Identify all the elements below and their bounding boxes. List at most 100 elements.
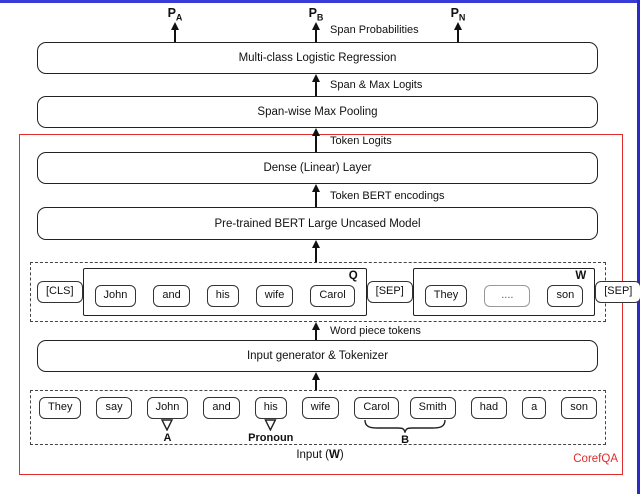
up-arrow-word-piece-tokens xyxy=(312,322,320,340)
box-label: Multi-class Logistic Regression xyxy=(238,52,397,64)
input-caption: Input (W) xyxy=(0,449,640,461)
segment-label-w: W xyxy=(575,270,587,283)
annotation-label: A xyxy=(163,431,172,444)
input-token-pair-carol-smith: Carol Smith B xyxy=(354,397,456,446)
output-prob-n: PN xyxy=(451,6,466,23)
annotation-label: Pronoun xyxy=(248,431,294,444)
caption-w: W xyxy=(328,449,340,461)
up-arrow-token-logits xyxy=(312,128,320,152)
input-token: son xyxy=(561,397,597,419)
annotation-pronoun: Pronoun xyxy=(248,419,293,444)
p-n-sub: N xyxy=(458,12,466,23)
arrow-shaft xyxy=(315,248,317,262)
token: They xyxy=(424,285,468,307)
p-n-base: P xyxy=(450,6,459,20)
corefqa-region-outline xyxy=(19,134,623,475)
input-token-cell: say xyxy=(96,397,132,419)
input-token-cell: son xyxy=(561,397,597,419)
input-token: his xyxy=(254,397,287,419)
input-sentence-box: They say John A and his Pronoun wife Car… xyxy=(30,390,606,446)
p-a-sub: A xyxy=(175,12,183,23)
arrowhead-icon xyxy=(312,322,320,330)
token-ellipsis: .... xyxy=(484,285,531,307)
input-token-cell: had xyxy=(470,397,508,419)
label-span-max-logits: Span & Max Logits xyxy=(330,79,423,91)
label-span-probabilities: Span Probabilities xyxy=(330,24,419,36)
input-token: Carol xyxy=(354,397,399,419)
box-multiclass-logistic-regression: Multi-class Logistic Regression xyxy=(37,42,598,74)
input-token: say xyxy=(96,397,132,419)
box-span-wise-max-pooling: Span-wise Max Pooling xyxy=(37,96,598,128)
wordpiece-tokens-box: [CLS] Q John and his wife Carol [SEP] W … xyxy=(30,262,640,322)
token: son xyxy=(547,285,584,307)
arrowhead-icon xyxy=(312,74,320,82)
p-b-base: P xyxy=(308,6,317,20)
input-token-cell: and xyxy=(203,397,240,419)
arrow-shaft xyxy=(457,30,459,42)
box-label: Dense (Linear) Layer xyxy=(263,162,372,174)
wordpiece-row: [CLS] Q John and his wife Carol [SEP] W … xyxy=(31,263,640,321)
arrowhead-icon xyxy=(312,22,320,30)
box-dense-linear-layer: Dense (Linear) Layer xyxy=(37,152,598,184)
token: Carol xyxy=(310,285,355,307)
box-pretrained-bert: Pre-trained BERT Large Uncased Model xyxy=(37,207,598,240)
input-token-cell: wife xyxy=(301,397,340,419)
arrow-shaft xyxy=(174,30,176,42)
input-token: wife xyxy=(301,397,340,419)
arrow-shaft xyxy=(315,136,317,152)
arrowhead-icon xyxy=(454,22,462,30)
annotation-label: B xyxy=(401,433,410,446)
up-arrow-pn xyxy=(454,22,462,42)
token: and xyxy=(153,285,190,307)
input-token: and xyxy=(203,397,240,419)
question-segment-group: Q John and his wife Carol xyxy=(82,268,367,316)
token: wife xyxy=(255,285,294,307)
arrowhead-icon xyxy=(312,184,320,192)
token-sep: [SEP] xyxy=(366,281,413,303)
right-border-line xyxy=(637,0,640,494)
arrow-shaft xyxy=(315,192,317,207)
input-token-cell-his: his Pronoun xyxy=(248,397,293,444)
arrow-shaft xyxy=(315,330,317,340)
token: John xyxy=(94,285,137,307)
annotation-a: A xyxy=(160,419,174,444)
up-arrow-into-tokenizer xyxy=(312,372,320,390)
output-prob-b: PB xyxy=(309,6,324,23)
input-token-row: They say John A and his Pronoun wife Car… xyxy=(31,391,605,446)
input-token: Smith xyxy=(409,397,456,419)
arrow-shaft xyxy=(315,380,317,390)
hollow-arrow-down-icon xyxy=(264,419,277,431)
token-sep: [SEP] xyxy=(595,281,640,303)
arrowhead-icon xyxy=(312,372,320,380)
input-token: They xyxy=(39,397,82,419)
top-border-line xyxy=(0,0,640,3)
input-token-cell-john: John A xyxy=(146,397,189,444)
input-token: John xyxy=(146,397,189,419)
up-arrow-token-bert-encodings xyxy=(312,184,320,207)
output-prob-a: PA xyxy=(168,6,183,23)
caption-prefix: Input ( xyxy=(296,449,329,461)
up-arrow-into-bert xyxy=(312,240,320,262)
corefqa-label: CorefQA xyxy=(573,453,618,465)
token-cls: [CLS] xyxy=(37,281,83,303)
box-label: Pre-trained BERT Large Uncased Model xyxy=(214,217,421,230)
arrowhead-icon xyxy=(171,22,179,30)
input-token: a xyxy=(522,397,547,419)
annotation-b: B xyxy=(362,419,448,446)
input-token-cell: They xyxy=(39,397,82,419)
token: his xyxy=(206,285,239,307)
up-arrow-pb xyxy=(312,22,320,42)
p-b-sub: B xyxy=(316,12,324,23)
input-token-cell: a xyxy=(522,397,547,419)
p-a-base: P xyxy=(167,6,176,20)
arrow-shaft xyxy=(315,30,317,42)
hollow-arrow-down-icon xyxy=(161,419,174,431)
label-token-bert-encodings: Token BERT encodings xyxy=(330,190,445,202)
box-label: Input generator & Tokenizer xyxy=(246,350,389,362)
input-token: had xyxy=(470,397,508,419)
arrowhead-icon xyxy=(312,128,320,136)
box-input-generator-tokenizer: Input generator & Tokenizer xyxy=(37,340,598,372)
segment-label-q: Q xyxy=(348,270,358,283)
caption-suffix: ) xyxy=(339,449,344,461)
